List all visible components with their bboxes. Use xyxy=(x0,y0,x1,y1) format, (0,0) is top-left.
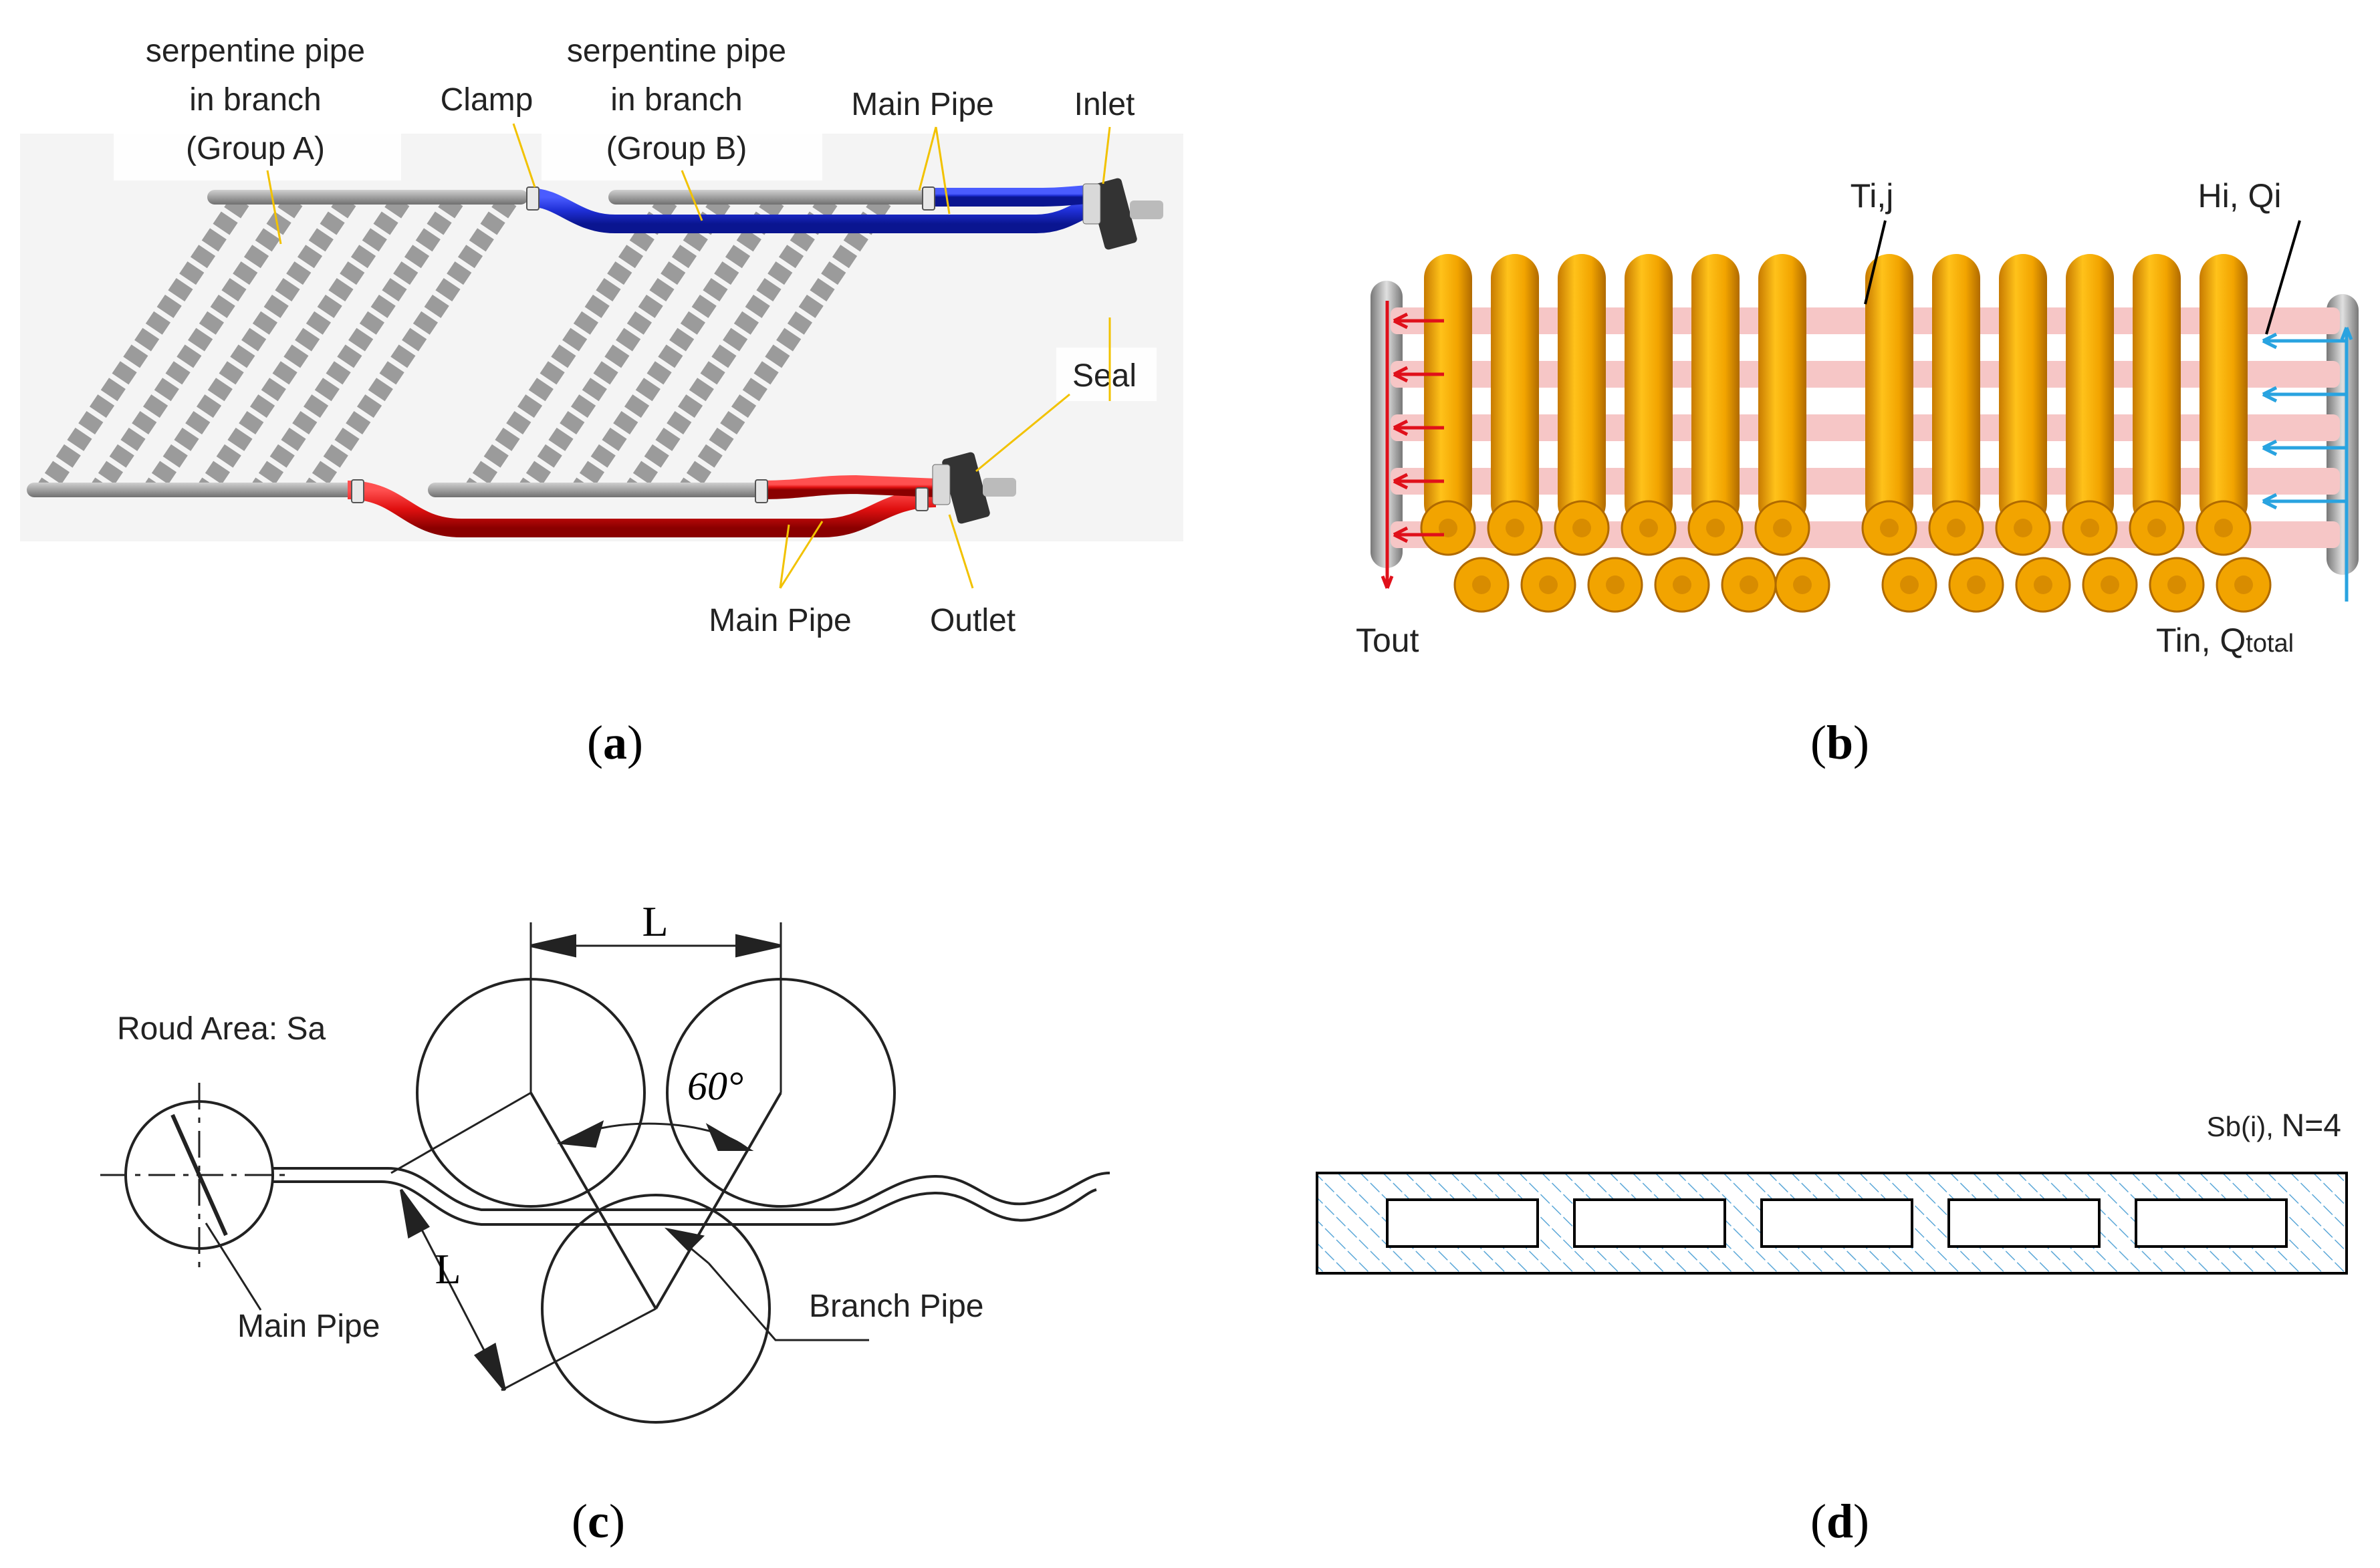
dimension-left-ext1 xyxy=(390,1091,531,1174)
panel-d-cross-section: Sb(i), N=4 xyxy=(1284,802,2380,1470)
cross-section-slots xyxy=(1386,1198,2288,1248)
section-title-n: N=4 xyxy=(2282,1108,2341,1144)
seal-label: Seal xyxy=(1072,358,1137,394)
panel-c-geometry-diagram: Roud Area: Sa L 60° L Main Pipe Branch P… xyxy=(0,802,1190,1470)
outflow-arrows xyxy=(1381,301,1444,589)
group-b-bottom-header xyxy=(428,483,762,497)
roll-bottom xyxy=(541,1194,771,1424)
dimension-top-arrow-left xyxy=(530,934,576,958)
clamp-label: Clamp xyxy=(441,82,533,118)
group-a-label-line2: in branch xyxy=(189,82,321,118)
panel-a-drawing: serpentine pipe in branch (Group A) Clam… xyxy=(20,20,1183,645)
branch-pipe-pointer-head xyxy=(664,1227,705,1252)
dimension-top-arrow-right xyxy=(735,934,782,958)
panel-b-drawing: Ti,j Hi, Qi Tout Tin, Qtotal xyxy=(1356,177,2359,659)
triangle-right-side xyxy=(654,1091,782,1310)
roller-front-row xyxy=(1420,500,2272,613)
section-title: Sb(i), N=4 xyxy=(2207,1108,2341,1144)
roller-hubs xyxy=(1439,519,2253,594)
main-pipe-diameter-arrow xyxy=(170,1114,228,1236)
outlet-main-pipe-a xyxy=(347,481,937,537)
tin-label: Tin, Qtotal xyxy=(2156,622,2294,659)
section-title-main: Sb(i), xyxy=(2207,1111,2282,1142)
tin-subscript: total xyxy=(2246,630,2294,658)
angle-60-label: 60° xyxy=(687,1064,743,1108)
group-b-serpentine-pipes xyxy=(466,194,891,494)
dimension-left-arrow-bottom xyxy=(473,1342,506,1392)
group-b-label-line2: in branch xyxy=(610,82,742,118)
group-a-bottom-header xyxy=(27,483,374,497)
angle-arrow-left xyxy=(556,1120,604,1148)
main-pipe-top-label: Main Pipe xyxy=(851,87,993,122)
group-a-label-line3: (Group A) xyxy=(186,131,325,166)
tout-label: Tout xyxy=(1356,622,1419,659)
inlet-label: Inlet xyxy=(1074,87,1135,122)
inlet-connector-icon xyxy=(1082,178,1163,250)
clamp-icons xyxy=(351,186,935,511)
outlet-label: Outlet xyxy=(930,603,1016,638)
hq-label: Hi, Qi xyxy=(2198,177,2282,215)
panel-b-roller-model: Ti,j Hi, Qi Tout Tin, Qtotal xyxy=(1284,0,2380,775)
group-a-label-line1: serpentine pipe xyxy=(146,33,365,69)
group-b-label-line1: serpentine pipe xyxy=(567,33,786,69)
branch-pipe-label: Branch Pipe xyxy=(809,1289,984,1324)
panel-a-leader-lines xyxy=(266,123,1111,589)
inlet-main-pipe-b xyxy=(929,184,1104,207)
tij-leader-line xyxy=(1864,220,1887,305)
branch-pipe-path-upper xyxy=(273,1167,1110,1211)
slot-5 xyxy=(2135,1198,2288,1248)
slot-4 xyxy=(1947,1198,2101,1248)
triangle-left-side xyxy=(529,1091,657,1310)
branch-pipe-path-lower xyxy=(273,1180,1097,1226)
round-area-label: Roud Area: Sa xyxy=(117,1011,326,1047)
main-pipe-bottom-label: Main Pipe xyxy=(709,603,851,638)
group-b-label-line3: (Group B) xyxy=(606,131,747,166)
main-pipe-label: Main Pipe xyxy=(237,1309,380,1344)
main-pipe-leader xyxy=(205,1222,262,1311)
angle-arrow-right xyxy=(705,1123,754,1151)
dimension-left-arrow-top xyxy=(400,1188,430,1239)
hq-leader-line xyxy=(2265,220,2301,335)
slot-1 xyxy=(1386,1198,1539,1248)
outlet-main-pipe-b xyxy=(761,475,937,499)
tin-main: Tin, Q xyxy=(2156,622,2246,659)
caption-c: (c) xyxy=(572,1494,625,1548)
slot-2 xyxy=(1573,1198,1726,1248)
branch-pipe-leader xyxy=(707,1263,869,1341)
group-b-top-header xyxy=(608,190,929,205)
dimension-left-ext2 xyxy=(501,1307,657,1392)
caption-d: (d) xyxy=(1810,1494,1869,1548)
inflow-arrows xyxy=(2262,327,2353,602)
group-a-serpentine-pipes xyxy=(38,194,517,494)
panel-d-drawing: Sb(i), N=4 xyxy=(1316,1108,2348,1275)
L-left-label: L xyxy=(435,1245,461,1293)
tij-label: Ti,j xyxy=(1851,177,1894,215)
group-a-top-header xyxy=(207,190,528,205)
panel-c-drawing: Roud Area: Sa L 60° L Main Pipe Branch P… xyxy=(100,898,1110,1424)
slot-3 xyxy=(1760,1198,1913,1248)
panel-a-pipe-assembly: serpentine pipe in branch (Group A) Clam… xyxy=(0,0,1190,775)
L-top-label: L xyxy=(642,898,668,945)
